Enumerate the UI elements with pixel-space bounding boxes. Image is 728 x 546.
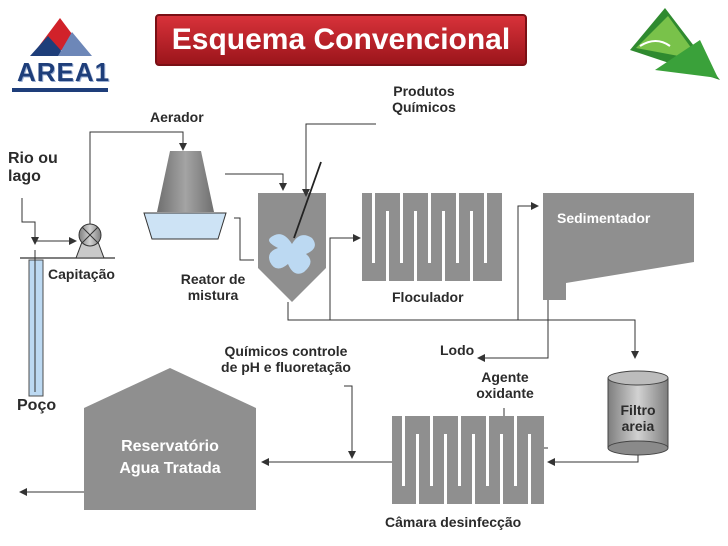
- label-lodo: Lodo: [440, 342, 475, 358]
- reservoir-shape: [84, 368, 256, 510]
- label-produtos: Produtos Químicos: [392, 83, 456, 115]
- label-capitacao: Capitação: [48, 266, 115, 282]
- pump-icon: [75, 223, 105, 259]
- label-quimicos-controle: Químicos controle de pH e fluoretação: [221, 343, 351, 375]
- logo-text: AREA1: [17, 57, 111, 87]
- mixing-reactor-shape: [258, 161, 326, 302]
- label-rio: Rio ou lago: [8, 150, 58, 185]
- label-floculador: Floculador: [392, 289, 464, 305]
- label-sedimentador: Sedimentador: [557, 210, 651, 226]
- label-camara: Câmara desinfecção: [385, 514, 522, 530]
- sedimentation-shape: [543, 193, 694, 300]
- flocculator-shape: [362, 193, 502, 281]
- label-reator: Reator de mistura: [180, 271, 246, 303]
- page-title: Esquema Convencional: [171, 23, 511, 56]
- well-shape: [28, 259, 44, 397]
- label-filtro: Filtro areia: [620, 402, 656, 434]
- title-banner: Esquema Convencional: [155, 14, 527, 66]
- label-agente: Agente oxidante: [476, 369, 534, 401]
- aerator-shape: [143, 151, 227, 240]
- label-poco: Poço: [17, 397, 57, 414]
- disinfection-chamber-shape: [392, 416, 544, 504]
- leaf-logo: [630, 8, 720, 80]
- label-reservatorio: Reservatório Agua Tratada: [119, 438, 221, 477]
- label-aerador: Aerador: [150, 109, 204, 125]
- sand-filter-shape: [607, 370, 669, 456]
- area1-logo: [12, 18, 108, 92]
